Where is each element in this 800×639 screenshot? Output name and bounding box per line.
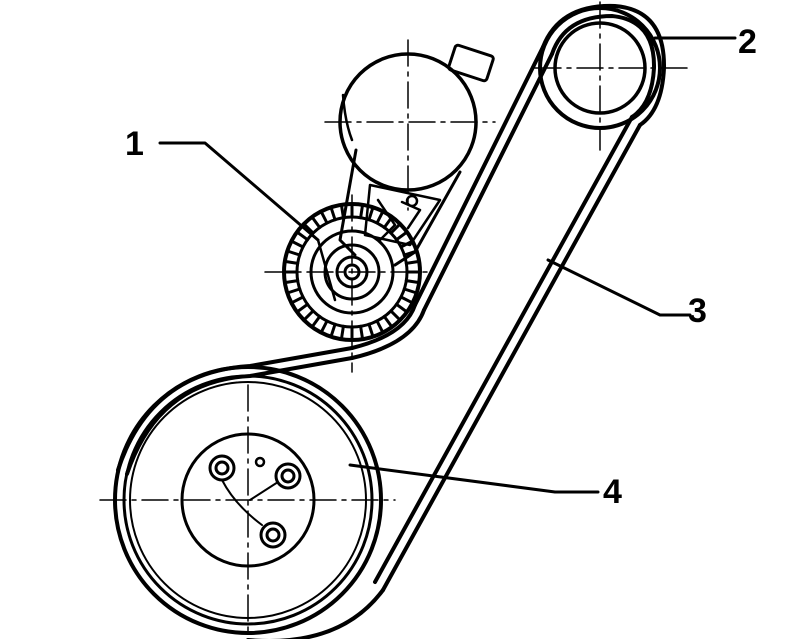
- pulley-tooth: [382, 215, 394, 229]
- pulley-tooth: [339, 324, 345, 341]
- callout-4: 4: [603, 473, 622, 511]
- pulley-tooth: [399, 295, 415, 305]
- pulley-tooth: [404, 259, 421, 265]
- pulley-tooth: [399, 239, 415, 249]
- pulley-tooth: [404, 279, 421, 285]
- pulley-tooth: [402, 249, 419, 257]
- pulley-tooth: [382, 315, 394, 329]
- callout-3: 3: [688, 292, 707, 330]
- pulley-tooth: [329, 322, 337, 339]
- pulley-tooth: [329, 205, 337, 222]
- pulley-tooth: [359, 203, 365, 220]
- center-lines: [99, 1, 691, 637]
- callout-2: 2: [738, 23, 757, 61]
- pulley-tooth: [375, 209, 385, 225]
- pulley-tooth: [283, 259, 300, 265]
- pulley-tooth: [402, 287, 419, 295]
- pulley-tooth: [289, 295, 305, 305]
- pulley-tooth: [319, 319, 329, 335]
- pulley-tooth: [359, 324, 365, 341]
- pulley-tooth: [295, 230, 309, 242]
- pulley-tooth: [319, 209, 329, 225]
- pulley-tooth: [302, 222, 315, 235]
- pulley-tooth: [289, 239, 305, 249]
- pulley-tooth: [339, 203, 345, 220]
- callout-1: 1: [125, 125, 144, 163]
- pulley-tooth: [395, 302, 409, 314]
- pulley-tooth: [389, 222, 402, 235]
- pulley-tooth: [302, 309, 315, 322]
- pulley-tooth: [285, 249, 302, 257]
- pulley-tooth: [389, 309, 402, 322]
- pulley-tooth: [310, 315, 322, 329]
- tensioner-pulley: [282, 202, 422, 342]
- pulley-tooth: [295, 302, 309, 314]
- pulley-tooth: [375, 319, 385, 335]
- pulley-tooth: [367, 322, 375, 339]
- pulley-tooth: [283, 279, 300, 285]
- pulley-tooth: [395, 230, 409, 242]
- leader-lines: [158, 36, 737, 494]
- pulley-tooth: [310, 215, 322, 229]
- pulley-tooth: [285, 287, 302, 295]
- drive-belt: [116, 3, 667, 639]
- pulley-tooth: [367, 205, 375, 222]
